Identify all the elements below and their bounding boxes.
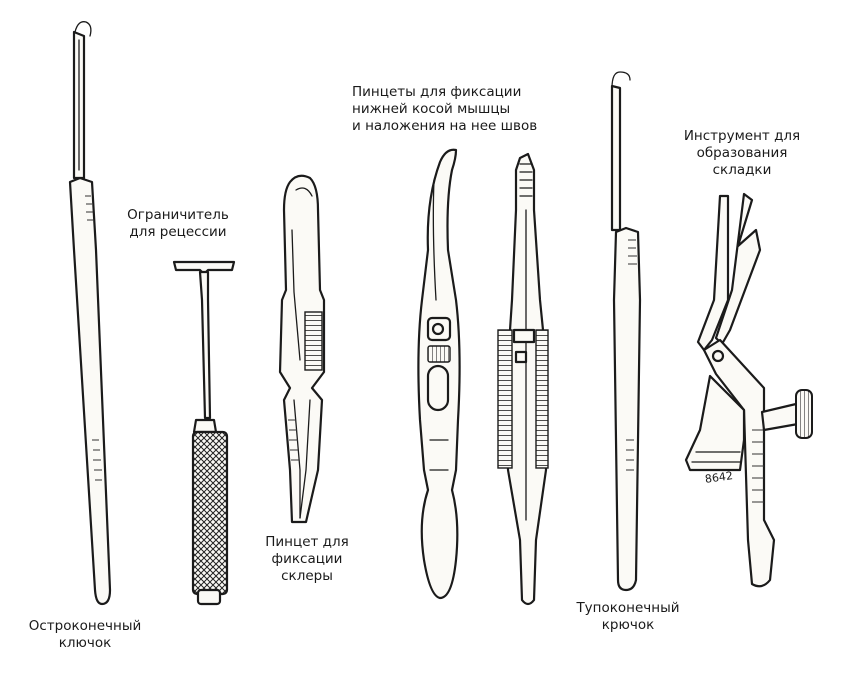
oblique-forceps-label: Пинцеты для фиксации нижней косой мышцы …: [352, 84, 538, 134]
blunt-hook-label: Тупоконечный крючок: [576, 600, 680, 633]
curved-forceps-instrument: [417, 148, 461, 600]
sharp-hook-instrument: [68, 21, 112, 606]
sharp-hook-label: Остроконечный ключок: [28, 618, 142, 651]
sclera-forceps-instrument: [278, 174, 326, 524]
recession-limiter-label: Ограничитель для рецессии: [127, 207, 229, 240]
recession-limiter-instrument: [172, 260, 236, 606]
fold-instrument: [684, 192, 813, 588]
straight-forceps-instrument: [497, 152, 549, 606]
blunt-hook-instrument: [610, 71, 642, 592]
fold-instrument-label: Инструмент для образования складки: [683, 128, 801, 178]
sclera-forceps-label: Пинцет для фиксации склеры: [265, 534, 349, 584]
